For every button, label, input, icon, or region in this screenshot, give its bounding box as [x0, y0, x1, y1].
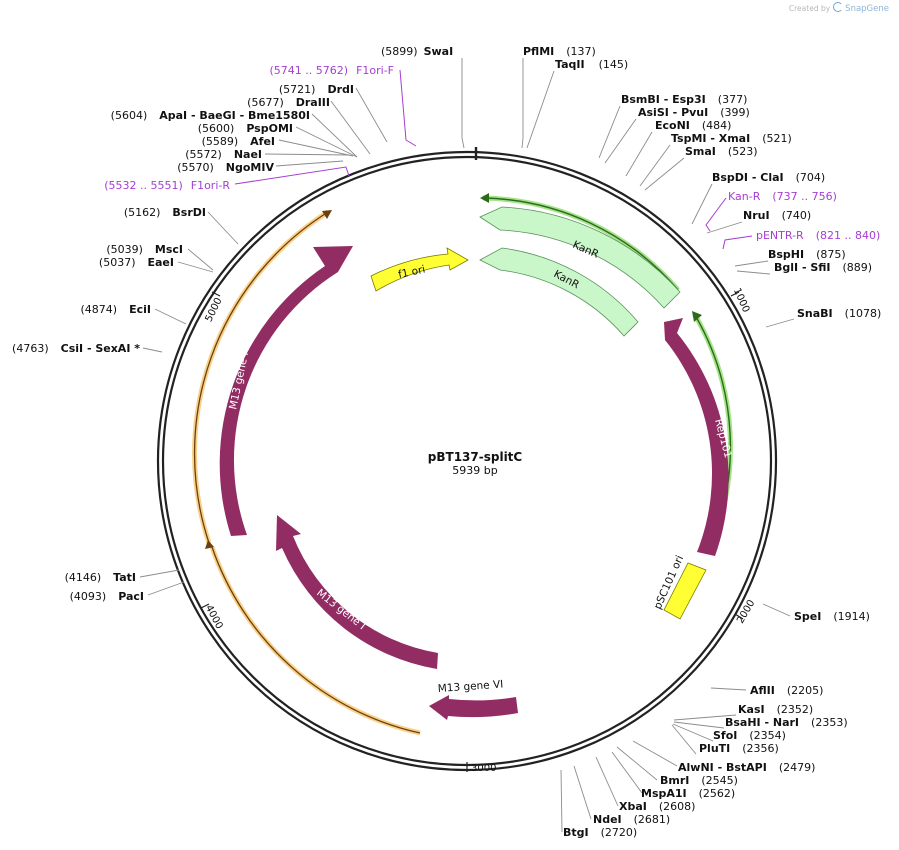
enzyme-spei[interactable]: SpeI(1914) — [794, 610, 870, 623]
enzyme-ecii[interactable]: (4874)EciI — [81, 303, 151, 316]
enzyme-alwni[interactable]: AlwNI - BstAPI(2479) — [678, 761, 815, 774]
snapgene-credit: Created by SnapGene — [789, 2, 889, 14]
enzyme-apai[interactable]: (5604)ApaI - BaeGI - Bme1580I — [111, 109, 310, 122]
enzyme-naei[interactable]: (5572)NaeI — [185, 148, 262, 161]
feature-psc101-ori[interactable]: pSC101 ori — [652, 554, 707, 620]
primer-connectors — [234, 69, 753, 250]
snapgene-logo-icon — [833, 2, 844, 12]
tick-mark-5000 — [211, 291, 221, 297]
enzyme-taqii[interactable]: TaqII(145) — [555, 58, 628, 71]
enzyme-bmri[interactable]: BmrI(2545) — [660, 774, 738, 787]
enzyme-pluti[interactable]: PluTI(2356) — [699, 742, 779, 755]
enzyme-nrui[interactable]: NruI(740) — [743, 209, 811, 222]
credit-created-by: Created by — [788, 4, 831, 13]
feature-m13-gene-i[interactable]: M13 gene I — [276, 515, 438, 669]
enzyme-paci[interactable]: (4093)PacI — [70, 590, 144, 603]
enzyme-connectors — [139, 58, 795, 833]
tick-mark-2000 — [734, 613, 744, 620]
enzyme-pflmi[interactable]: PflMI(137) — [523, 45, 596, 58]
enzyme-aflii[interactable]: AflII(2205) — [750, 684, 823, 697]
feature-m13-gene-vi[interactable]: M13 gene VI — [429, 678, 518, 720]
enzyme-ngomiv[interactable]: (5570)NgoMIV — [177, 161, 274, 174]
feature-f1-ori[interactable]: f1 ori — [370, 247, 469, 292]
enzyme-xbai[interactable]: XbaI(2608) — [619, 800, 695, 813]
enzyme-bsahi[interactable]: BsaHI - NarI(2353) — [725, 716, 848, 729]
tick-mark-1000 — [730, 291, 740, 297]
enzyme-btgi[interactable]: BtgI(2720) — [563, 826, 637, 839]
enzyme-smai[interactable]: SmaI(523) — [685, 145, 758, 158]
enzyme-eaei[interactable]: (5037)EaeI — [99, 256, 174, 269]
enzyme-asisi[interactable]: AsiSI - PvuI(399) — [638, 106, 750, 119]
enzyme-bsrdi[interactable]: (5162)BsrDI — [124, 206, 206, 219]
enzyme-afei[interactable]: (5589)AfeI — [202, 135, 275, 148]
enzyme-swai[interactable]: (5899)SwaI — [381, 45, 453, 58]
enzyme-tspmi[interactable]: TspMI - XmaI(521) — [671, 132, 792, 145]
primer-labels: (5741 .. 5762)F1ori-F (5532 .. 5551)F1or… — [104, 64, 880, 242]
enzyme-csii[interactable]: (4763)CsiI - SexAI * — [12, 342, 140, 355]
enzyme-labels: (5899)SwaI PflMI(137) TaqII(145) BsmBI -… — [381, 45, 881, 839]
feature-kanr-inner[interactable]: KanR — [479, 247, 639, 337]
enzyme-sfoi[interactable]: SfoI(2354) — [713, 729, 786, 742]
enzyme-labels-left: (4093)PacI (4146)TatI (4763)CsiI - SexAI… — [12, 83, 354, 603]
enzyme-snabi[interactable]: SnaBI(1078) — [797, 307, 881, 320]
enzyme-msci[interactable]: (5039)MscI — [106, 243, 183, 256]
plasmid-length: 5939 bp — [452, 464, 497, 477]
enzyme-drdi[interactable]: (5721)DrdI — [279, 83, 354, 96]
enzyme-bsphi[interactable]: BspHI(875) — [768, 248, 846, 261]
tick-label-3000: 3000 — [471, 763, 496, 774]
tick-mark-4000 — [200, 603, 210, 609]
tick-label-5000: 5000 — [204, 296, 225, 324]
feature-m13-gene-iv[interactable]: M13 gene IV — [219, 246, 353, 536]
primer-f1ori-r[interactable]: (5532 .. 5551)F1ori-R — [104, 179, 230, 192]
enzyme-bsmbi[interactable]: BsmBI - Esp3I(377) — [621, 93, 747, 106]
enzyme-kasi[interactable]: KasI(2352) — [738, 703, 813, 716]
tick-label-2000: 2000 — [735, 598, 757, 626]
feature-label-m13-gene-vi: M13 gene VI — [437, 678, 503, 695]
highlight-arcs — [192, 193, 733, 736]
enzyme-bgli[interactable]: BglI - SfiI(889) — [774, 261, 872, 274]
enzyme-tati[interactable]: (4146)TatI — [65, 571, 136, 584]
credit-brand: SnapGene — [845, 4, 889, 14]
feature-rep101[interactable]: Rep101 — [664, 318, 734, 556]
feature-label-f1-ori: f1 ori — [397, 264, 426, 281]
enzyme-mspa1i[interactable]: MspA1I(2562) — [641, 787, 735, 800]
primer-pentr-r[interactable]: pENTR-R(821 .. 840) — [756, 229, 880, 242]
primer-f1ori-f[interactable]: (5741 .. 5762)F1ori-F — [270, 64, 395, 77]
enzyme-ndei[interactable]: NdeI(2681) — [593, 813, 670, 826]
tick-label-1000: 1000 — [731, 287, 751, 315]
enzyme-pspomi[interactable]: (5600)PspOMI — [198, 122, 293, 135]
enzyme-draiii[interactable]: (5677)DraIII — [247, 96, 330, 109]
enzyme-econi[interactable]: EcoNI(484) — [655, 119, 731, 132]
enzyme-bspdi[interactable]: BspDI - ClaI(704) — [712, 171, 825, 184]
primer-kan-r[interactable]: Kan-R(737 .. 756) — [728, 190, 837, 203]
plasmid-name: pBT137-splitC — [428, 450, 523, 464]
